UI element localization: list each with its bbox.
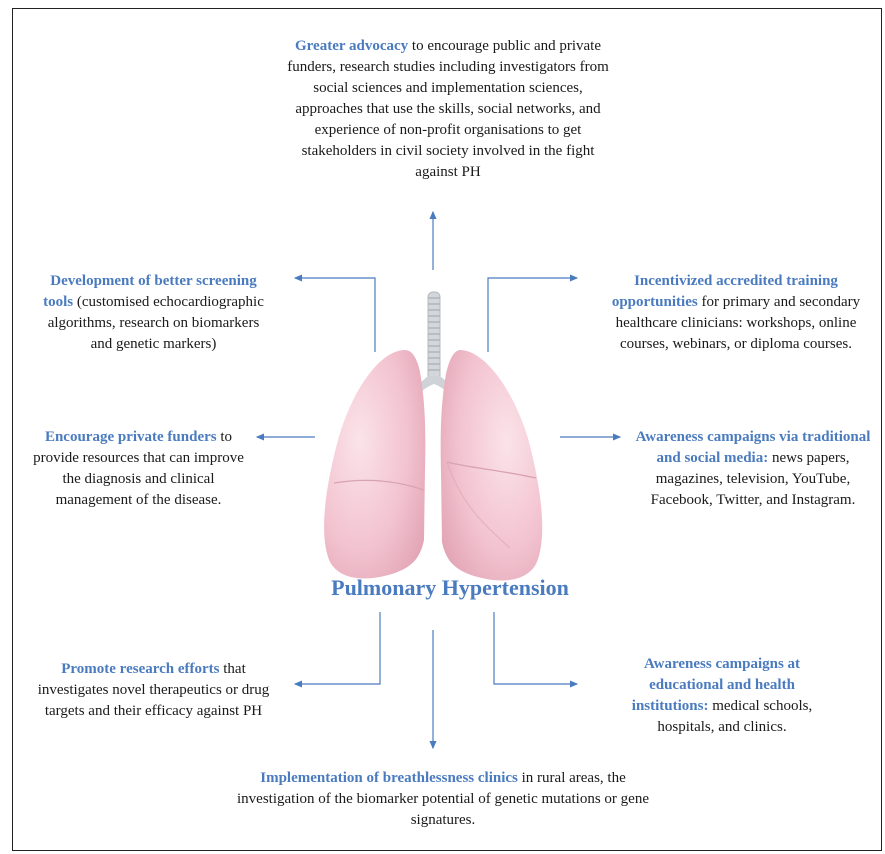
- text-block-middle-left: Encourage private funders to provide res…: [26, 427, 251, 511]
- text-block-bottom: Implementation of breathlessness clinics…: [228, 768, 658, 831]
- right-lung-icon: [441, 350, 543, 580]
- text-block-upper-left: Development of better screening tools (c…: [36, 271, 271, 355]
- arrow-lower-left: [295, 612, 380, 684]
- connector-arrows: [257, 212, 620, 748]
- lower-left-highlight: Promote research efforts: [61, 661, 219, 677]
- text-block-upper-right: Incentivized accredited training opportu…: [598, 271, 874, 355]
- text-block-lower-left: Promote research efforts that investigat…: [26, 659, 281, 722]
- left-lung-icon: [324, 350, 425, 578]
- lungs-illustration: [324, 292, 542, 580]
- middle-left-highlight: Encourage private funders: [45, 429, 217, 445]
- text-block-lower-right: Awareness campaigns at educational and h…: [612, 654, 832, 738]
- arrow-upper-left: [295, 278, 375, 352]
- top-highlight: Greater advocacy: [295, 38, 408, 54]
- text-block-top: Greater advocacy to encourage public and…: [283, 36, 613, 183]
- center-title: Pulmonary Hypertension: [250, 575, 650, 601]
- arrow-lower-right: [494, 612, 577, 684]
- text-block-middle-right: Awareness campaigns via traditional and …: [628, 427, 878, 511]
- arrow-upper-right: [488, 278, 577, 352]
- top-text: to encourage public and private funders,…: [287, 38, 609, 180]
- upper-left-text: (customised echocardiographic algorithms…: [48, 294, 264, 352]
- bottom-highlight: Implementation of breathlessness clinics: [260, 770, 518, 786]
